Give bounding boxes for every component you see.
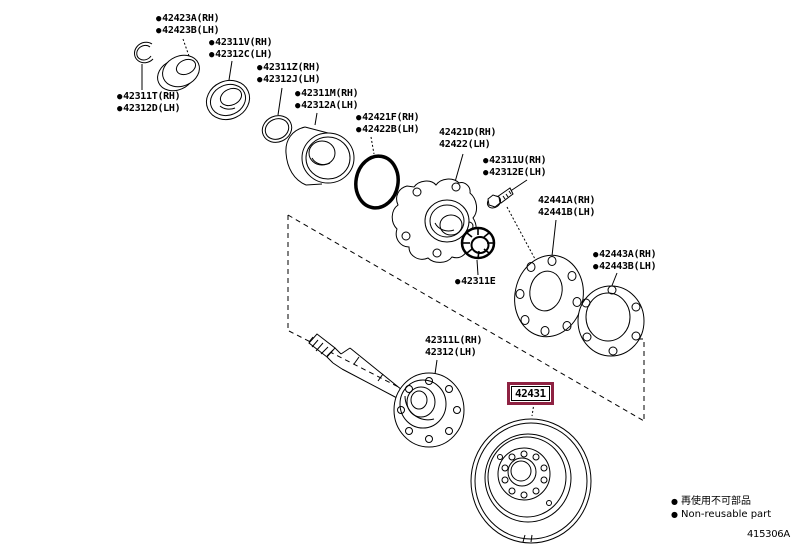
non-reusable-bullet-icon: ● xyxy=(257,75,263,85)
legend-japanese-text: 再使用不可部品 xyxy=(680,496,751,507)
non-reusable-bullet-icon: ● xyxy=(483,168,489,178)
part-label-42311l[interactable]: 42311L(RH) 42312(LH) xyxy=(425,335,483,359)
part-label-42421d[interactable]: 42421D(RH) 42422(LH) xyxy=(439,127,497,151)
part-number-text: 42312J(LH) xyxy=(263,74,321,85)
axle-hub-42421d-drawing[interactable] xyxy=(392,179,476,262)
part-number-text: 42312D(LH) xyxy=(123,103,181,114)
leader-lines-dotted xyxy=(183,39,535,416)
part-label-42421f[interactable]: ●42421F(RH) ●42422B(LH) xyxy=(356,112,420,136)
non-reusable-bullet-icon: ● xyxy=(593,250,599,260)
part-number-text: 42312C(LH) xyxy=(215,49,273,60)
bearing-42311e-drawing[interactable] xyxy=(462,228,494,258)
part-number-text: 42311U(RH) xyxy=(489,155,547,166)
part-number-text: 42443A(RH) xyxy=(599,249,657,260)
non-reusable-bullet-icon: ● xyxy=(593,262,599,272)
part-number-text: 42311L(RH) xyxy=(425,335,483,346)
brake-disc-42431-drawing[interactable] xyxy=(471,419,591,543)
part-label-42311t[interactable]: ●42311T(RH) ●42312D(LH) xyxy=(117,91,181,115)
part-label-42311u[interactable]: ●42311U(RH) ●42312E(LH) xyxy=(483,155,547,179)
part-label-42441a[interactable]: 42441A(RH) 42441B(LH) xyxy=(538,195,596,219)
legend: ●再使用不可部品 ●Non-reusable part xyxy=(671,496,771,521)
non-reusable-bullet-icon: ● xyxy=(257,63,263,73)
non-reusable-bullet-icon: ● xyxy=(356,125,362,135)
part-label-42311v[interactable]: ●42311V(RH) ●42312C(LH) xyxy=(209,37,273,61)
hub-bolt-42311u-drawing[interactable] xyxy=(485,188,513,211)
non-reusable-bullet-icon: ● xyxy=(671,509,678,519)
hub-bearing-42311m-drawing[interactable] xyxy=(286,127,354,185)
o-ring-42421f-drawing[interactable] xyxy=(352,153,402,212)
selected-part-frame-42431[interactable]: 42431 xyxy=(507,382,554,405)
part-number-text: 42311M(RH) xyxy=(301,88,359,99)
part-label-42311m[interactable]: ●42311M(RH) ●42312A(LH) xyxy=(295,88,359,112)
non-reusable-bullet-icon: ● xyxy=(455,277,461,287)
part-number-text: 42441B(LH) xyxy=(538,207,596,218)
non-reusable-bullet-icon: ● xyxy=(156,14,162,24)
oil-seal-42423-drawing[interactable] xyxy=(153,50,205,97)
part-number-text: 42311T(RH) xyxy=(123,91,181,102)
part-number-text: 42312E(LH) xyxy=(489,167,547,178)
part-number-text: 42423B(LH) xyxy=(162,25,220,36)
part-label-42443a[interactable]: ●42443A(RH) ●42443B(LH) xyxy=(593,249,657,273)
part-number-text: 42311V(RH) xyxy=(215,37,273,48)
non-reusable-bullet-icon: ● xyxy=(295,89,301,99)
part-label-42423[interactable]: ●42423A(RH) ●42423B(LH) xyxy=(156,13,220,37)
part-number-text: 42421D(RH) xyxy=(439,127,497,138)
gasket-42443a-drawing[interactable] xyxy=(578,286,644,356)
non-reusable-bullet-icon: ● xyxy=(209,50,215,60)
non-reusable-bullet-icon: ● xyxy=(671,497,678,507)
non-reusable-bullet-icon: ● xyxy=(156,26,162,36)
non-reusable-bullet-icon: ● xyxy=(483,156,489,166)
part-number-text: 42423A(RH) xyxy=(162,13,220,24)
non-reusable-bullet-icon: ● xyxy=(295,101,301,111)
part-label-42311e[interactable]: ●42311E xyxy=(455,276,496,288)
part-label-42311z[interactable]: ●42311Z(RH) ●42312J(LH) xyxy=(257,62,321,86)
part-number-text: 42312(LH) xyxy=(425,347,477,358)
bearing-race-42311v-drawing[interactable] xyxy=(200,74,256,127)
snap-ring-42311t-drawing[interactable] xyxy=(135,42,153,63)
part-number-text: 42422B(LH) xyxy=(362,124,420,135)
part-number-text: 42311E xyxy=(461,276,496,287)
non-reusable-bullet-icon: ● xyxy=(209,38,215,48)
non-reusable-bullet-icon: ● xyxy=(117,92,123,102)
part-number-text: 42422(LH) xyxy=(439,139,491,150)
axle-shaft-42311l-drawing[interactable] xyxy=(309,334,464,447)
non-reusable-bullet-icon: ● xyxy=(356,113,362,123)
snap-ring-42311z-drawing[interactable] xyxy=(258,111,296,147)
legend-english-text: Non-reusable part xyxy=(680,508,772,520)
part-number-text: 42441A(RH) xyxy=(538,195,596,206)
plate-42441a-drawing[interactable] xyxy=(507,249,591,343)
selected-part-number: 42431 xyxy=(511,386,550,401)
leader-lines xyxy=(142,61,617,374)
part-number-text: 42421F(RH) xyxy=(362,112,420,123)
part-number-text: 42443B(LH) xyxy=(599,261,657,272)
part-number-text: 42312A(LH) xyxy=(301,100,359,111)
non-reusable-bullet-icon: ● xyxy=(117,104,123,114)
diagram-code: 415306A xyxy=(747,529,790,540)
part-number-text: 42311Z(RH) xyxy=(263,62,321,73)
